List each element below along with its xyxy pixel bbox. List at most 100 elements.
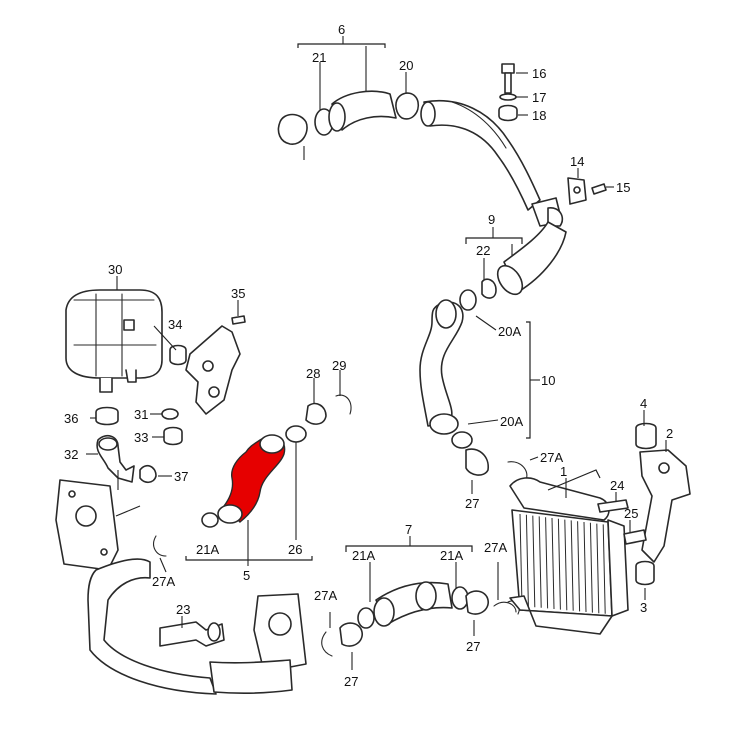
screw-35 — [231, 315, 246, 325]
lower-pipe-assembly — [55, 470, 307, 695]
intercooler-fin — [602, 524, 606, 614]
bracket-7 — [345, 536, 473, 602]
washer-31 — [161, 408, 179, 420]
ring-29 — [335, 394, 352, 415]
label-27-mid: 27 — [466, 639, 480, 654]
label-22: 22 — [476, 243, 490, 258]
label-26: 26 — [288, 542, 302, 557]
label-36: 36 — [64, 411, 78, 426]
label-25: 25 — [624, 506, 638, 521]
clamp-28 — [305, 402, 327, 425]
clamp-27-a — [339, 622, 363, 647]
fitting-36 — [95, 406, 119, 426]
clamp-27-b — [465, 590, 489, 615]
charge-pipe-lower — [87, 558, 217, 695]
label-5: 5 — [243, 568, 250, 583]
label-21A-mid: 21A — [352, 548, 375, 563]
label-20A-lower: 20A — [500, 414, 523, 429]
label-34: 34 — [168, 317, 182, 332]
label-18: 18 — [532, 108, 546, 123]
label-24: 24 — [610, 478, 624, 493]
callout-labels: 6 21 20 16 17 18 14 15 9 22 20A 10 20A 2… — [64, 22, 673, 689]
mounting-bracket-31 — [185, 325, 241, 415]
label-33: 33 — [134, 430, 148, 445]
bolt-16 — [501, 63, 515, 74]
bolt-stack — [498, 63, 528, 122]
label-27A-right: 27A — [540, 450, 563, 465]
charge-pipe-upper — [423, 100, 541, 211]
label-15: 15 — [616, 180, 630, 195]
fitting-25 — [623, 529, 647, 545]
intercooler-fin — [589, 522, 593, 613]
mount-4 — [635, 422, 657, 450]
clamp-20A-upper — [459, 289, 477, 311]
label-21A-right: 21A — [440, 548, 463, 563]
clamp-20A-lower — [429, 413, 459, 435]
label-27-lower: 27 — [344, 674, 358, 689]
clamp-21A — [217, 504, 243, 524]
label-23: 23 — [176, 602, 190, 617]
lower-right-pipe — [321, 562, 520, 670]
intercooler-fin — [538, 516, 542, 608]
label-29: 29 — [332, 358, 346, 373]
intercooler-fin — [525, 514, 529, 607]
small-parts-left — [86, 406, 183, 484]
connector-elbow — [331, 90, 397, 131]
clamp-37 — [139, 464, 157, 484]
label-31: 31 — [134, 407, 148, 422]
label-7: 7 — [405, 522, 412, 537]
intercooler-1 — [509, 469, 629, 635]
hose-5-highlighted — [185, 370, 352, 566]
grommet-33 — [163, 426, 183, 446]
intercooler-fin — [596, 523, 600, 614]
pipe-23 — [159, 621, 225, 647]
reservoir-30 — [65, 289, 163, 379]
ring-27A-b — [493, 601, 517, 613]
label-21: 21 — [312, 50, 326, 65]
label-35: 35 — [231, 286, 245, 301]
pipe-elbow-9 — [503, 221, 567, 293]
reservoir-assembly — [65, 276, 246, 415]
intercooler-fin — [583, 521, 587, 613]
label-27A-pipe: 27A — [314, 588, 337, 603]
intercooler-fins — [519, 513, 606, 614]
label-28: 28 — [306, 366, 320, 381]
intercooler-fin — [545, 517, 549, 609]
label-32: 32 — [64, 447, 78, 462]
intercooler-fin — [557, 518, 561, 610]
washer-17 — [499, 93, 517, 101]
intercooler-fin — [564, 519, 568, 611]
intercooler-fin — [532, 515, 536, 608]
intercooler-fin — [577, 521, 581, 612]
label-6: 6 — [338, 22, 345, 37]
label-1: 1 — [560, 464, 567, 479]
screw-15 — [591, 183, 607, 195]
clamp-26 — [259, 434, 285, 454]
bracket-6 — [297, 36, 407, 110]
clamp-20 — [395, 92, 420, 120]
ring-27A-a — [321, 631, 333, 657]
label-2: 2 — [666, 426, 673, 441]
intercooler-tank-top — [509, 477, 610, 521]
label-14: 14 — [570, 154, 584, 169]
grommet-34 — [169, 344, 187, 366]
bracket-2 — [639, 449, 691, 563]
ring-22 — [481, 278, 497, 299]
hose-clamp-left — [277, 113, 308, 145]
label-27-upper: 27 — [465, 496, 479, 511]
bolt-24 — [597, 499, 629, 513]
label-17: 17 — [532, 90, 546, 105]
label-10: 10 — [541, 373, 555, 388]
grommet-18 — [498, 104, 518, 122]
right-bracket-group — [597, 410, 691, 600]
intercooler-fin — [570, 520, 574, 611]
label-37: 37 — [174, 469, 188, 484]
mid-hose-10 — [419, 221, 567, 494]
ring-27A-left — [153, 535, 167, 557]
label-27A-lower: 27A — [484, 540, 507, 555]
label-30: 30 — [108, 262, 122, 277]
top-hose-assembly — [277, 90, 541, 211]
intercooler-fin — [519, 513, 523, 607]
